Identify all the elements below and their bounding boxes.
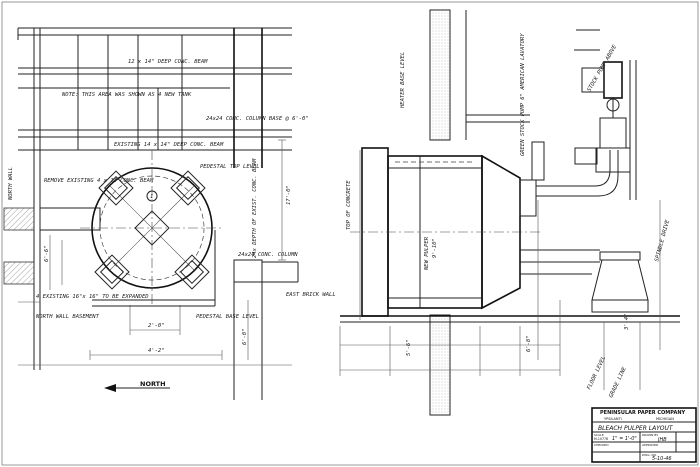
label-pedestal-base: PEDESTAL BASE LEVEL <box>196 314 259 320</box>
label-heater-base: HEATER BASE LEVEL <box>400 52 406 109</box>
label-dim-6-0: 6'-0" <box>242 328 248 345</box>
label-dim-9-10: 9'-10" <box>432 238 438 258</box>
label-pump-motor: GREEN STOCK PUMP 6" AMERICAN LAVATORY <box>520 33 526 156</box>
tb-checked-label: CHECKED <box>594 443 609 447</box>
label-existing-conc-column: 24x24 CONC. COLUMN <box>238 252 298 258</box>
label-spindle-drive: SPINDLE DRIVE <box>654 219 671 263</box>
label-conc-beam-vert: 24x DEPTH OF EXIST. CONC. BEAM <box>252 158 258 258</box>
tb-title: BLEACH PULPER LAYOUT <box>598 425 674 432</box>
tb-ref: M-10778 <box>594 437 608 441</box>
label-center-mark: 1 <box>150 194 153 200</box>
tb-date: 5-10-46 <box>652 456 672 462</box>
tb-company: PENINSULAR PAPER COMPANY <box>600 410 686 416</box>
label-conc-column: 24x24 CONC. COLUMN BASE @ 6'-0" <box>206 116 309 122</box>
title-block <box>591 407 697 463</box>
tb-company-sub1: YPSILANTI <box>604 417 622 421</box>
tb-scale: 1" = 1'-0" <box>612 436 637 442</box>
label-note: NOTE: THIS AREA WAS SHOWN AS 4 NEW TANK <box>61 92 192 98</box>
label-east-brick-wall: EAST BRICK WALL <box>286 292 336 298</box>
label-existing-anchor: 4 EXISTING 16"x 16" TO BE EXPANDED <box>36 294 149 300</box>
label-dim-6-8: 6'-8" <box>526 335 532 352</box>
elevation-view <box>339 9 680 416</box>
label-dim-5-6: 5'-6" <box>406 339 412 356</box>
tb-dwg-no-label: DWG. NO. <box>642 453 657 457</box>
label-north-arrow: NORTH <box>140 380 166 388</box>
tb-company-sub2: MICHIGAN <box>656 417 674 421</box>
label-pulper: NEW PULPER <box>424 236 430 271</box>
label-dim-2-0: 2'-0" <box>148 323 165 329</box>
plan-view <box>3 27 299 400</box>
label-existing-beam: EXISTING 14 x 14" DEEP CONC. BEAM <box>114 142 224 148</box>
label-pedestal-top: PEDESTAL TOP LEVEL <box>200 164 260 170</box>
label-dim-17: 17'-0" <box>286 185 292 205</box>
label-grade: GRADE LINE <box>608 366 628 399</box>
label-dim-6-6: 6'-6" <box>44 245 50 262</box>
tb-scale-label: SCALE <box>594 433 604 437</box>
label-remove-existing: REMOVE EXISTING 4 x 14 CONC. BEAM <box>44 178 154 184</box>
tb-drawn: JHB <box>657 437 667 443</box>
label-north-wall: NORTH WALL <box>8 167 14 201</box>
label-dim-3-4: 3'-4" <box>624 313 630 331</box>
label-top-of-concrete: TOP OF CONCRETE <box>346 180 352 230</box>
tb-drawn-label: DRAWN BY <box>642 433 658 437</box>
label-north-wall-basement: NORTH WALL BASEMENT <box>35 314 100 320</box>
label-beam-top: 12 x 14" DEEP CONC. BEAM <box>128 59 208 65</box>
label-dim-4-2: 4'-2" <box>148 348 165 354</box>
tb-approved-label: APPROVED <box>642 443 659 447</box>
